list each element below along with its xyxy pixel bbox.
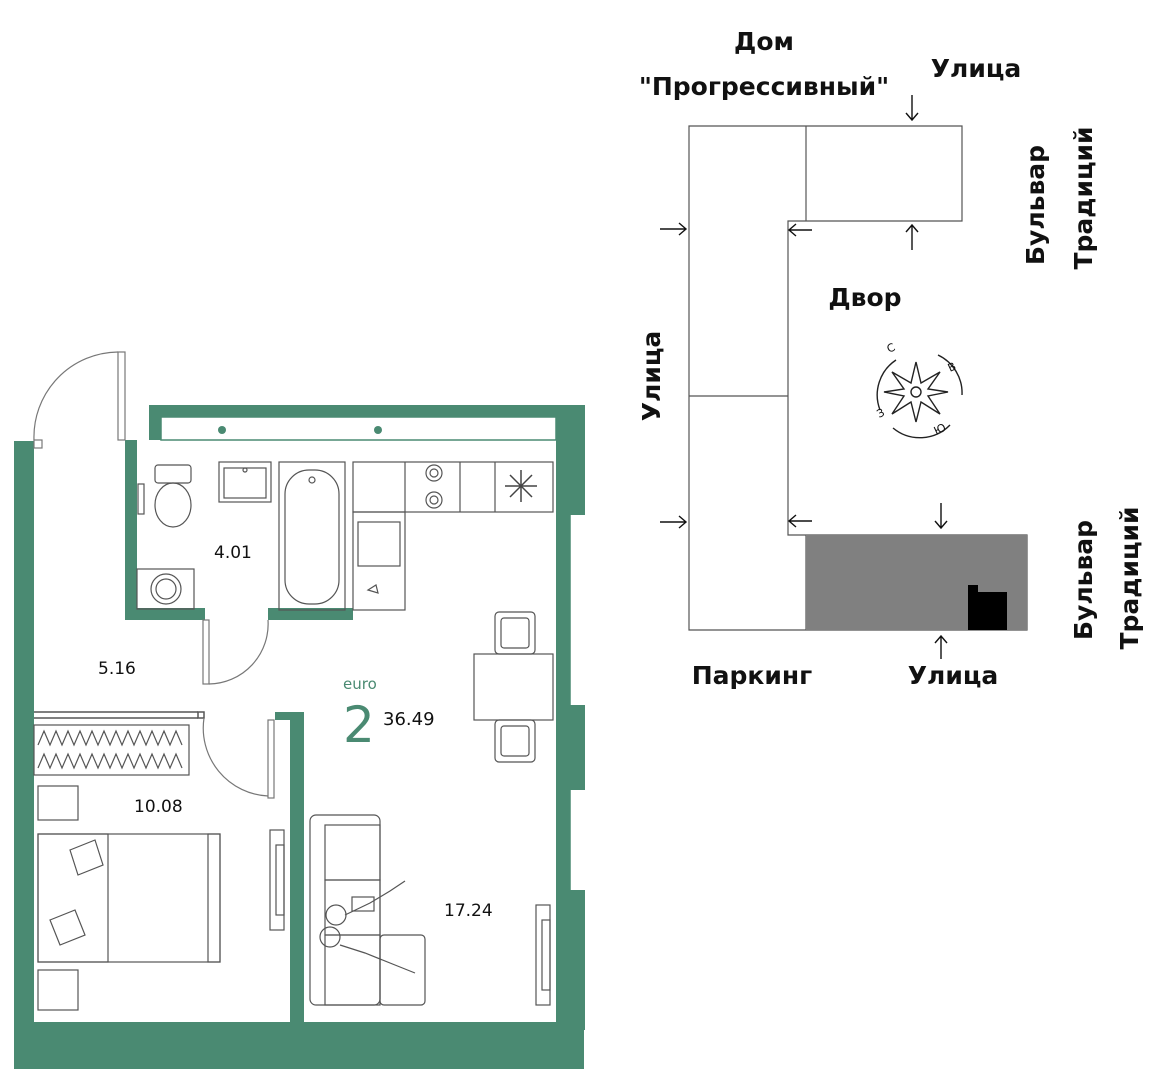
bathtub [278, 461, 346, 611]
entrance-arrows [660, 95, 948, 659]
boulevard-top-line1: Бульвар [1021, 145, 1050, 265]
boulevard-bottom-line2: Традиций [1115, 506, 1144, 649]
area-hallway: 5.16 [98, 659, 136, 679]
sofa [309, 814, 426, 1006]
tv-stand [269, 829, 551, 1006]
compass-icon [876, 354, 963, 439]
area-bedroom: 10.08 [134, 797, 183, 817]
washing-machine [136, 568, 195, 610]
windows [129, 416, 571, 1034]
street-top-label: Улица [931, 54, 1022, 83]
person-figure [319, 880, 416, 974]
stove [425, 464, 443, 509]
apartment-location-marker [968, 585, 1007, 630]
room-count: 2 [343, 696, 375, 754]
compass-south: Ю [932, 421, 948, 438]
area-bathroom: 4.01 [214, 543, 252, 563]
compass-north: С [885, 341, 898, 356]
freezer-icon [505, 470, 537, 502]
arrow-down-icon [905, 95, 919, 122]
toilet [137, 464, 192, 528]
house-name-line2: "Прогрессивный" [639, 72, 889, 101]
boulevard-bottom-line1: Бульвар [1069, 520, 1098, 640]
entrance-door [33, 351, 126, 449]
window-marker [374, 426, 382, 434]
arrow-down-icon [934, 503, 948, 530]
arrow-right-icon [660, 515, 688, 529]
total-area: 36.49 [383, 709, 435, 730]
dining-table [473, 611, 554, 763]
radiator [33, 724, 190, 776]
compass-west: З [875, 406, 887, 421]
street-bottom-label: Улица [908, 661, 999, 690]
window-marker [218, 426, 226, 434]
arrow-left-icon [787, 514, 812, 528]
kitchen-counter [352, 461, 554, 611]
yard-label: Двор [828, 283, 901, 312]
washbasin [218, 461, 272, 503]
interior-partitions [34, 711, 205, 719]
exterior-walls [14, 405, 585, 1069]
apartment-plan: 4.01 5.16 10.08 17.24 euro 2 36.49 [14, 351, 585, 1069]
arrow-up-icon [905, 223, 919, 250]
apartment-type-label: euro [343, 675, 377, 693]
street-left-label: Улица [637, 331, 666, 422]
arrow-right-icon [660, 222, 688, 236]
area-living: 17.24 [444, 901, 493, 921]
bedroom-door [202, 717, 275, 799]
boulevard-top-line2: Традиций [1069, 126, 1098, 269]
arrow-left-icon [787, 223, 812, 237]
bed [37, 833, 221, 963]
site-plan: С В Ю З Дом "Прогрессивный" Улица Двор П… [637, 27, 1144, 690]
nightstand [37, 785, 79, 1011]
arrow-up-icon [934, 634, 948, 659]
parking-label: Паркинг [692, 661, 813, 690]
house-name-line1: Дом [734, 27, 794, 56]
bathroom-door [202, 619, 269, 685]
